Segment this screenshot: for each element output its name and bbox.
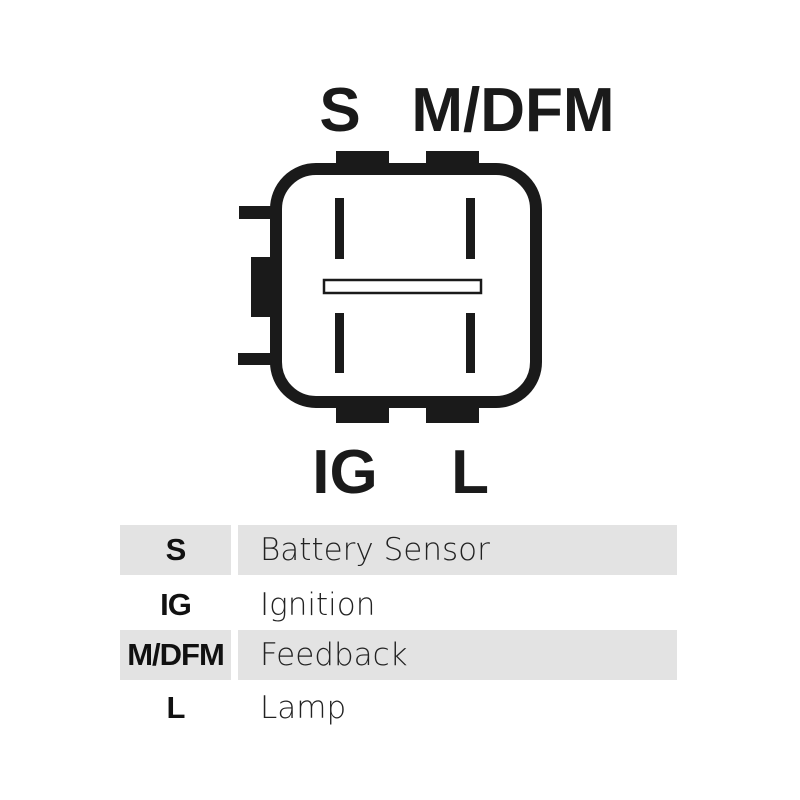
legend-code: M/DFM [120, 630, 231, 680]
terminal-slot-top-right [466, 198, 475, 259]
pin-label-l: L [451, 438, 489, 507]
legend-row: M/DFM Feedback [120, 630, 677, 680]
legend-row: IG Ignition [120, 580, 677, 630]
legend-code: L [166, 690, 186, 725]
legend-row: S Battery Sensor [120, 525, 677, 575]
legend-description: Lamp [260, 690, 347, 726]
terminal-slot-top-left [335, 198, 344, 259]
left-latch-block [251, 257, 272, 317]
terminal-slot-bottom-left [335, 313, 344, 373]
pin-label-ig: IG [312, 438, 377, 507]
left-pin-top [239, 206, 272, 219]
legend-description: Ignition [260, 587, 376, 623]
left-pin-bottom [238, 353, 272, 365]
legend-code: IG [160, 587, 192, 622]
legend-description: Feedback [238, 630, 677, 680]
legend-description: Battery Sensor [238, 525, 677, 575]
center-key-slot [322, 278, 483, 295]
pin-label-s: S [319, 76, 360, 145]
pin-label-m-dfm: M/DFM [411, 76, 614, 145]
legend-row: L Lamp [120, 683, 677, 733]
legend-code: S [120, 525, 231, 575]
connector-housing [238, 151, 542, 423]
terminal-slot-bottom-right [466, 313, 475, 373]
